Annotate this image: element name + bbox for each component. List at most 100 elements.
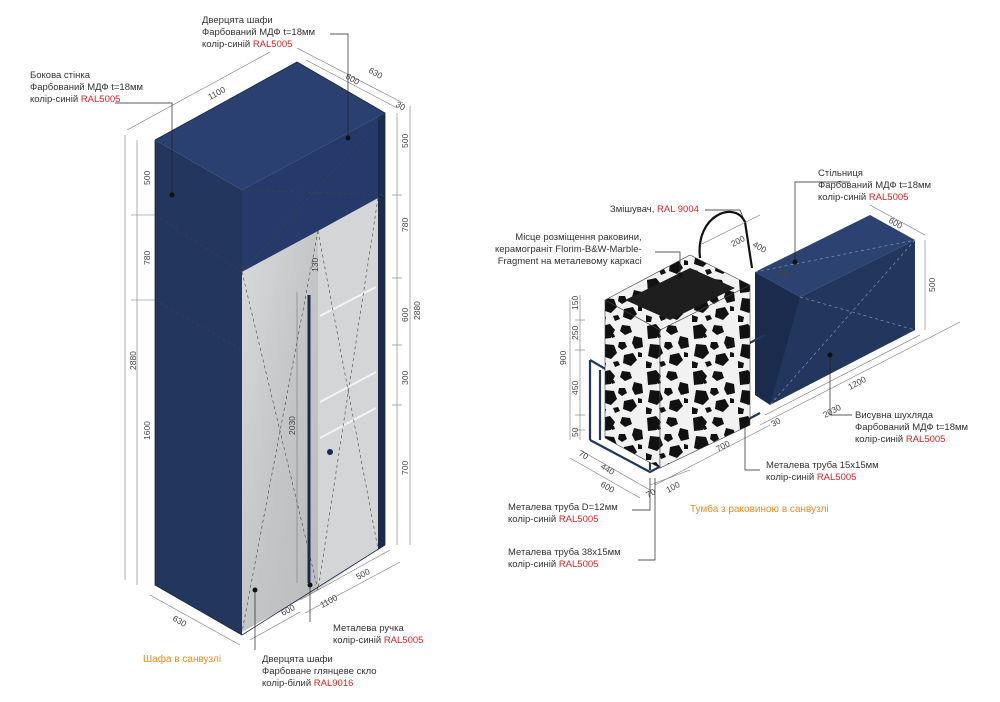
dim-cab-handle-130: 130 (310, 258, 320, 272)
dim-cab-right-2880: 2880 (412, 301, 422, 320)
callout-cabinet-handle: Металева ручка колір-синій RAL5005 (333, 623, 423, 647)
dim-cab-handle-2030: 2030 (287, 416, 297, 435)
cabinet-drawing: 1100 630 600 30 500 780 1600 2880 2030 1… (115, 33, 422, 650)
callout-line: Фарбований МДФ t=18мм (818, 180, 932, 191)
callout-color-prefix: колір-синій (30, 94, 81, 105)
callout-line: Металева труба 38х15мм (508, 547, 621, 558)
callout-vanity-mixer: Змішувач, RAL 9004 (610, 204, 699, 216)
callout-line: керамограніт Florim-B&W-Marble- (495, 244, 642, 255)
dim-cab-top-depth-inner: 600 (344, 71, 362, 87)
cabinet-right-strip (378, 113, 385, 549)
dim-cab-bottom-630: 630 (171, 613, 189, 629)
dim-van-70b: 70 (644, 486, 657, 499)
color-code: RAL5005 (905, 434, 946, 445)
color-code: RAL5005 (383, 635, 424, 646)
dim-van-150: 150 (570, 296, 580, 310)
vanity-leader-dots (677, 259, 833, 428)
callout-line: Fragment на металевому каркасі (497, 256, 642, 267)
dim-cab-left-2880: 2880 (128, 351, 138, 370)
dim-van-900: 900 (558, 351, 568, 365)
callout-line: Фарбоване глянцеве скло (262, 666, 377, 677)
dim-van-70: 70 (577, 448, 590, 462)
dim-van-500: 500 (927, 278, 937, 292)
callout-line: колір-білий RAL9016 (262, 678, 377, 690)
dim-cab-right-300: 300 (400, 371, 410, 385)
vanity-drawing: 900 150 250 450 50 200 400 200 600 500 1… (558, 181, 961, 561)
callout-line: колір-синій RAL5005 (508, 514, 618, 526)
dim-van-440: 440 (599, 461, 617, 477)
vanity-drawer-dashes (754, 239, 916, 406)
cabinet-dashed-hinge-marks (154, 112, 386, 633)
callout-color-prefix: колір-синій (508, 514, 559, 525)
callout-color-prefix: колір-синій (202, 39, 253, 50)
vanity-sink-bowl (625, 268, 735, 320)
dim-van-450: 450 (570, 381, 580, 395)
dim-van-250: 250 (570, 326, 580, 340)
callout-line: Фарбований МДФ t=18мм (855, 422, 969, 433)
callout-line: колір-синій RAL5005 (30, 94, 143, 106)
cabinet-dimension-lines (124, 47, 411, 646)
color-code: RAL5005 (816, 472, 857, 483)
callout-vanity-sink: Місце розміщення раковини, керамограніт … (495, 232, 642, 268)
cabinet-leader-lines (115, 33, 349, 650)
callout-vanity-pipe-15: Металева труба 15х15мм колір-синій RAL50… (766, 460, 879, 484)
callout-line: Дверцята шафи (262, 654, 333, 665)
callout-line: колір-синій RAL5005 (333, 635, 423, 647)
color-code: RAL9016 (313, 678, 354, 689)
dim-cab-top-width: 1100 (206, 84, 227, 102)
callout-line: колір-синій RAL5005 (766, 472, 879, 484)
callout-line: Металева труба 15х15мм (766, 460, 879, 471)
dim-van-600b: 600 (599, 479, 617, 495)
callout-color-prefix: колір-синій (855, 434, 906, 445)
callout-line: Змішувач, (610, 204, 657, 215)
callout-cabinet-glass-door: Дверцята шафи Фарбоване глянцеве скло ко… (262, 654, 377, 690)
dim-cab-right-500: 500 (400, 134, 410, 148)
callout-line: колір-синій RAL5005 (508, 559, 621, 571)
callout-vanity-pipe-38: Металева труба 38х15мм колір-синій RAL50… (508, 547, 621, 571)
callout-color-prefix: колір-білий (262, 678, 314, 689)
color-code: RAL5005 (80, 94, 121, 105)
callout-line: Місце розміщення раковини, (515, 232, 642, 243)
callout-line: Фарбований МДФ t=18мм (30, 82, 144, 93)
dim-cab-right-600: 600 (400, 308, 410, 322)
color-code: RAL5005 (868, 192, 909, 203)
dim-van-200: 200 (729, 233, 746, 249)
dim-van-100: 100 (664, 479, 681, 495)
callout-cabinet-side-wall: Бокова стінка Фарбований МДФ t=18мм колі… (30, 70, 143, 106)
dim-van-30: 30 (769, 415, 782, 428)
color-code: RAL5005 (558, 559, 599, 570)
callout-vanity-countertop: Стільниця Фарбований МДФ t=18мм колір-си… (818, 168, 931, 204)
dim-cab-bottom-1100: 1100 (318, 592, 339, 610)
dim-cab-left-500: 500 (142, 171, 152, 185)
vanity-countertop-side (755, 272, 800, 405)
cabinet-top-face (155, 62, 385, 190)
dim-van-2030: 2030 (821, 402, 843, 420)
cabinet-caption: Шафа в санвузлі (143, 654, 222, 665)
cabinet-upper-door (242, 113, 385, 272)
color-code: RAL5005 (558, 514, 599, 525)
callout-color-prefix: колір-синій (766, 472, 817, 483)
cabinet-shelves (319, 286, 377, 439)
callout-line: колір-синій RAL5005 (818, 192, 931, 204)
callout-line: колір-синій RAL5005 (202, 39, 315, 51)
dim-cab-top-offset: 30 (394, 99, 407, 113)
vanity-dimension-lines (569, 204, 961, 499)
dim-cab-right-780: 780 (400, 218, 410, 232)
dim-van-50: 50 (570, 427, 580, 437)
color-code: RAL5005 (252, 39, 293, 50)
callout-color-prefix: колір-синій (818, 192, 869, 203)
callout-color-prefix: колір-синій (333, 635, 384, 646)
callout-line: Стільниця (818, 168, 863, 179)
callout-color-prefix: колір-синій (508, 559, 559, 570)
callout-line: колір-синій RAL5005 (855, 434, 968, 446)
dim-cab-right-700: 700 (400, 461, 410, 475)
vanity-leader-lines (632, 181, 852, 561)
callout-line: Металева труба D=12мм (508, 502, 618, 513)
dim-cab-left-780: 780 (142, 251, 152, 265)
dim-van-1200: 1200 (846, 374, 868, 392)
vanity-caption: Тумба з раковиною в санвузлі (690, 504, 829, 515)
callout-line: Бокова стінка (30, 70, 91, 81)
cabinet-leader-dots (169, 135, 351, 593)
callout-vanity-drawer: Висувна шухляда Фарбований МДФ t=18мм ко… (855, 410, 968, 446)
